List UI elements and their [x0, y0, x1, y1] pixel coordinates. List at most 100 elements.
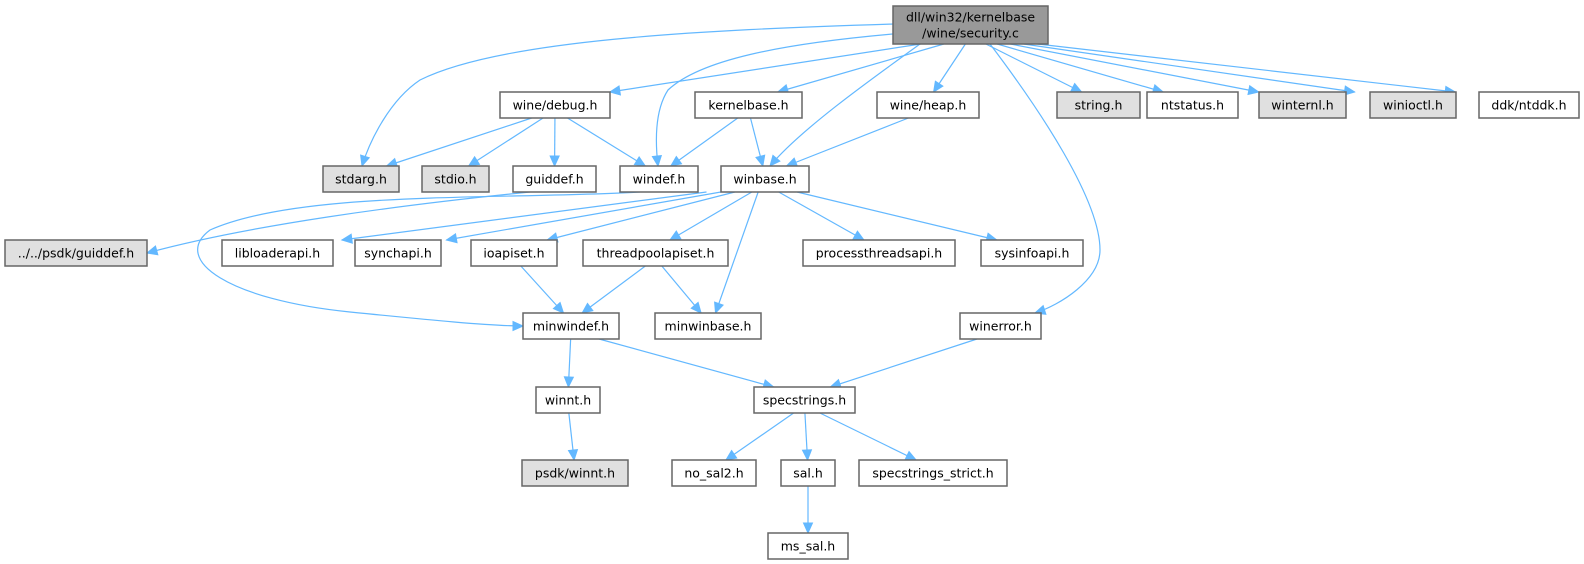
node-box — [876, 91, 980, 119]
node-libloaderapi[interactable]: libloaderapi.h — [221, 239, 334, 267]
edge-line — [796, 191, 997, 241]
node-box — [582, 239, 729, 267]
edge-guiddef-to-psdk_guiddef — [145, 191, 531, 256]
node-no-sal2[interactable]: no_sal2.h — [671, 459, 757, 487]
node-box — [1369, 91, 1457, 119]
edge-root-to-ntddk — [1037, 43, 1457, 97]
node-winnt[interactable]: winnt.h — [535, 386, 601, 414]
node-box — [802, 239, 956, 267]
node-wine-heap[interactable]: wine/heap.h — [876, 91, 980, 119]
node-box — [980, 239, 1084, 267]
edge-sal-to-ms_sal — [802, 486, 814, 535]
node-box — [512, 165, 597, 193]
node-box — [522, 312, 620, 340]
edge-line — [361, 23, 894, 167]
edge-line — [670, 117, 739, 167]
node-label: sysinfoapi.h — [995, 246, 1070, 261]
arrowhead-icon — [360, 154, 371, 168]
node-label: winerror.h — [969, 319, 1032, 334]
arrowhead-icon — [904, 450, 918, 461]
node-psdk-winnt[interactable]: psdk/winnt.h — [521, 459, 629, 487]
node-ioapiset[interactable]: ioapiset.h — [470, 239, 558, 267]
node-psdk-guiddef[interactable]: ../../psdk/guiddef.h — [4, 239, 148, 267]
node-specstrings-strict[interactable]: specstrings_strict.h — [858, 459, 1008, 487]
node-label: ioapiset.h — [483, 246, 544, 261]
node-label: synchapi.h — [364, 246, 432, 261]
node-label: winternl.h — [1271, 98, 1333, 113]
node-string[interactable]: string.h — [1056, 91, 1141, 119]
node-label: ntstatus.h — [1161, 98, 1224, 113]
node-winerror[interactable]: winerror.h — [959, 312, 1042, 340]
edge-line — [989, 43, 1101, 314]
node-guiddef[interactable]: guiddef.h — [512, 165, 597, 193]
edge-wine_debug-to-windef — [567, 117, 647, 167]
node-threadpoolapiset[interactable]: threadpoolapiset.h — [582, 239, 729, 267]
edge-line — [468, 117, 544, 167]
arrowhead-icon — [714, 301, 724, 315]
arrowhead-icon — [668, 230, 682, 241]
node-box — [959, 312, 1042, 340]
node-box — [858, 459, 1008, 487]
arrowhead-icon — [724, 449, 738, 461]
node-minwinbase[interactable]: minwinbase.h — [654, 312, 762, 340]
node-ntddk[interactable]: ddk/ntddk.h — [1478, 91, 1580, 119]
node-windef[interactable]: windef.h — [619, 165, 699, 193]
node-label: stdarg.h — [335, 172, 387, 187]
arrowhead-icon — [755, 154, 766, 168]
node-label: sal.h — [793, 466, 823, 481]
arrowhead-icon — [567, 448, 579, 462]
edge-root-to-wine_heap — [932, 43, 966, 94]
arrowhead-icon — [145, 245, 159, 256]
arrowhead-icon — [852, 230, 866, 241]
edge-root-to-wine_debug — [608, 43, 921, 96]
node-specstrings[interactable]: specstrings.h — [753, 386, 856, 414]
node-ntstatus[interactable]: ntstatus.h — [1146, 91, 1239, 119]
arrowhead-icon — [581, 302, 594, 314]
node-sysinfoapi[interactable]: sysinfoapi.h — [980, 239, 1084, 267]
edge-root-to-string — [985, 43, 1083, 93]
node-label: no_sal2.h — [684, 466, 743, 481]
edge-line — [819, 412, 917, 461]
node-label: winbase.h — [733, 172, 796, 187]
node-stdio[interactable]: stdio.h — [421, 165, 490, 193]
arrowhead-icon — [1247, 84, 1260, 96]
node-label: ../../psdk/guiddef.h — [18, 246, 134, 261]
node-box — [354, 239, 442, 267]
edge-minwindef-to-specstrings — [598, 338, 775, 390]
node-box — [470, 239, 558, 267]
node-processthreadsapi[interactable]: processthreadsapi.h — [802, 239, 956, 267]
node-label: /wine/security.c — [922, 26, 1019, 41]
node-box — [694, 91, 803, 119]
edge-winerror-to-specstrings — [829, 338, 978, 389]
edge-specstrings-to-no_sal2 — [724, 412, 794, 461]
node-wine-debug[interactable]: wine/debug.h — [499, 91, 611, 119]
edge-line — [778, 191, 865, 241]
node-minwindef[interactable]: minwindef.h — [522, 312, 620, 340]
node-label: winioctl.h — [1383, 98, 1443, 113]
node-label: guiddef.h — [525, 172, 583, 187]
edge-line — [520, 265, 564, 314]
node-label: wine/heap.h — [890, 98, 967, 113]
node-winternl[interactable]: winternl.h — [1258, 91, 1347, 119]
node-stdarg[interactable]: stdarg.h — [322, 165, 400, 193]
arrowhead-icon — [563, 376, 575, 389]
node-box — [421, 165, 490, 193]
edge-root-to-winternl — [1010, 43, 1260, 96]
node-winioctl[interactable]: winioctl.h — [1369, 91, 1457, 119]
node-label: threadpoolapiset.h — [597, 246, 715, 261]
edge-windef-to-minwindef — [197, 191, 641, 332]
edge-line — [386, 117, 532, 167]
edge-specstrings-to-specstrings_strict — [819, 412, 918, 461]
node-ms-sal[interactable]: ms_sal.h — [767, 532, 849, 560]
node-box — [892, 5, 1049, 45]
node-sal[interactable]: sal.h — [780, 459, 836, 487]
node-winbase[interactable]: winbase.h — [720, 165, 810, 193]
node-root[interactable]: dll/win32/kernelbase/wine/security.c — [892, 5, 1049, 45]
edge-line — [786, 117, 909, 167]
node-synchapi[interactable]: synchapi.h — [354, 239, 442, 267]
node-kernelbase[interactable]: kernelbase.h — [694, 91, 803, 119]
edge-line — [996, 43, 1164, 93]
node-box — [535, 386, 601, 414]
edge-line — [609, 43, 921, 93]
